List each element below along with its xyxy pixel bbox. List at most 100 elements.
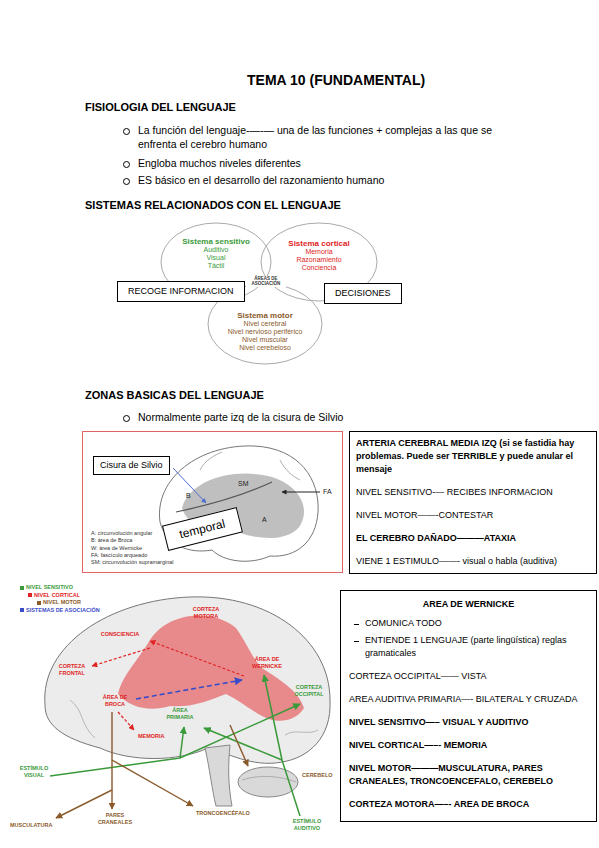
cortical-path [92, 648, 150, 666]
node-text: FA: fascículo arqueado [91, 552, 342, 559]
node-heading: Sistema motor [211, 311, 319, 320]
node-text: Memoria [264, 248, 374, 256]
sulcus [70, 700, 95, 738]
node-text: Visual [164, 254, 268, 262]
node-heading: DECISIONES [335, 288, 391, 299]
node-text: AREA AUDITIVA PRIMARIA—- BILATERAL Y CRU… [349, 693, 588, 706]
section-heading: ZONAS BASICAS DEL LENGUAJE [85, 388, 385, 402]
cortical-path [150, 641, 244, 676]
sulcus [280, 460, 300, 480]
callout-letter: A [262, 516, 267, 524]
leader-arrow [282, 492, 320, 493]
node-heading: ARTERIA CEREBRAL MEDIA IZQ (si se fastid… [356, 437, 590, 476]
node-text: Auditivo [164, 246, 268, 254]
overlap-label: ÁREAS DE ASOCIACIÓN [246, 276, 286, 287]
figure-label: ÁREA PRIMARIA [162, 707, 198, 720]
sensory-path [180, 727, 184, 758]
figure-label: MEMORIA [138, 733, 178, 740]
bullet-text: ES básico en el desarrollo del razonamie… [120, 174, 512, 188]
figure-label: TRONCOENCÉFALO [196, 810, 266, 817]
legend-entry: SISTEMAS DE ASOCIACIÓN [20, 607, 100, 614]
note-box: DECISIONES [324, 283, 402, 304]
legend-swatch [20, 608, 24, 612]
callout-letter: B [186, 492, 191, 500]
node-text: Nivel muscular [211, 336, 319, 344]
legend-swatch [37, 601, 41, 605]
legend-swatch [20, 586, 24, 590]
brainstem [205, 745, 232, 806]
legend-text: NIVEL MOTOR [43, 599, 81, 605]
figure-label: CONSCIENCIA [95, 631, 145, 638]
node-text: Nivel cerebeloso [211, 344, 319, 352]
figure-label: CORTEZA OCCIPITAL [290, 684, 328, 697]
node-text: EL CEREBRO DAÑADO———ATAXIA [356, 532, 590, 545]
motor-path [56, 712, 112, 818]
sulcus [285, 730, 318, 735]
legend-entry: NIVEL SENSITIVO [20, 584, 73, 591]
node-text: Nivel nervioso periférico [211, 328, 319, 336]
node-heading: temporal [178, 517, 227, 542]
motor-path [112, 760, 193, 806]
node-text: CORTEZA OCCIPITAL—— VISTA [349, 670, 588, 683]
node-text: VIENE 1 ESTIMULO——- visual o habla (audi… [356, 555, 590, 568]
node-text: Nivel cerebral [211, 320, 319, 328]
callout-letter: SM [238, 480, 249, 488]
section-heading: SISTEMAS RELACIONADOS CON EL LENGUAJE [85, 198, 435, 212]
legend-entry: NIVEL CORTICAL [28, 592, 80, 599]
node-heading: Cisura de Silvio [100, 460, 163, 471]
brain-outline [45, 597, 330, 763]
node-text: Táctil [164, 262, 268, 270]
callout-letter: FA [323, 488, 332, 496]
figure-label: MUSCULATURA [10, 822, 60, 829]
motor-path [230, 725, 248, 766]
legend-entry: NIVEL MOTOR [37, 599, 81, 606]
bullet-text: Normalmente parte izq de la cisura de Si… [120, 411, 512, 425]
node-text: Conciencia [264, 264, 374, 272]
bullet-text: Engloba muchos niveles diferentes [120, 157, 512, 171]
leader-arrow [173, 468, 206, 503]
notes-box: ARTERIA CEREBRAL MEDIA IZQ (si se fastid… [349, 431, 597, 574]
motor-path [111, 790, 112, 809]
node-text: NIVEL MOTOR———MUSCULATURA, PARES CRANEAL… [349, 762, 588, 788]
node-heading: RECOGE INFORMACION [128, 286, 234, 297]
note-box: RECOGE INFORMACION [117, 281, 245, 302]
node-heading: Sistema sensitivo [164, 237, 268, 246]
figure-label: ESTÍMULO VISUAL [15, 765, 53, 778]
node-heading: Sistema cortical [264, 239, 374, 248]
association-path [136, 680, 242, 699]
node-text: W: área de Wernicke [91, 545, 342, 552]
node-heading: AREA DE WERNICKE [349, 598, 588, 611]
node-text: NIVEL CORTICAL—–- MEMORIA [349, 739, 588, 752]
node-text: NIVEL SENSITIVO—– VISUAL Y AUDITIVO [349, 716, 588, 729]
figure-frame: A: circunvolución angularB: área de Broc… [82, 431, 343, 573]
bullet-text: La función del lenguaje-—-— una de las f… [120, 124, 512, 151]
notes-box: AREA DE WERNICKE COMUNICA TODO ENTIENDE 1 … [340, 590, 597, 822]
figure-label: ÁREA DE WERNICKE [248, 656, 286, 669]
figure-label: CORTEZA MOTORA [188, 606, 224, 619]
callout-box: temporal [162, 507, 243, 551]
section-heading: FISIOLOGIA DEL LENGUAJE [85, 100, 405, 114]
sulcus [200, 452, 222, 470]
legend-text: NIVEL CORTICAL [34, 592, 80, 598]
sensory-path [50, 704, 300, 776]
legend-text: NIVEL SENSITIVO [26, 584, 73, 590]
brain-outline [159, 446, 318, 561]
legend-text: SISTEMAS DE ASOCIACIÓN [26, 607, 100, 613]
figure-label: ÁREA DE BROCA [98, 694, 132, 707]
node-text: COMUNICA TODO [349, 617, 588, 630]
figure-label: CEREBELO [302, 772, 338, 779]
figure-label: CORTEZA FRONTAL [55, 663, 89, 676]
node-text: CORTEZA MOTORA—–- AREA DE BROCA [349, 798, 588, 811]
figure-label: PARES CRANEALES [95, 812, 135, 825]
figure-label: ESTÍMULO AUDITIVO [285, 818, 329, 831]
legend-swatch [28, 593, 32, 597]
node-text: SM: circunvolución supramarginal [91, 559, 342, 566]
cortex-region [118, 616, 304, 721]
node-text: ENTIENDE 1 LENGUAJE (parte lingüística) … [349, 634, 588, 660]
cortical-path [118, 712, 134, 730]
node-text: NIVEL MOTOR——-CONTESTAR [356, 509, 590, 522]
node-text: Razonamiento [264, 256, 374, 264]
page-title: TEMA 10 (FUNDAMENTAL) [247, 72, 425, 89]
node-text: NIVEL SENSITIVO-— RECIBES INFORMACION [356, 486, 590, 499]
